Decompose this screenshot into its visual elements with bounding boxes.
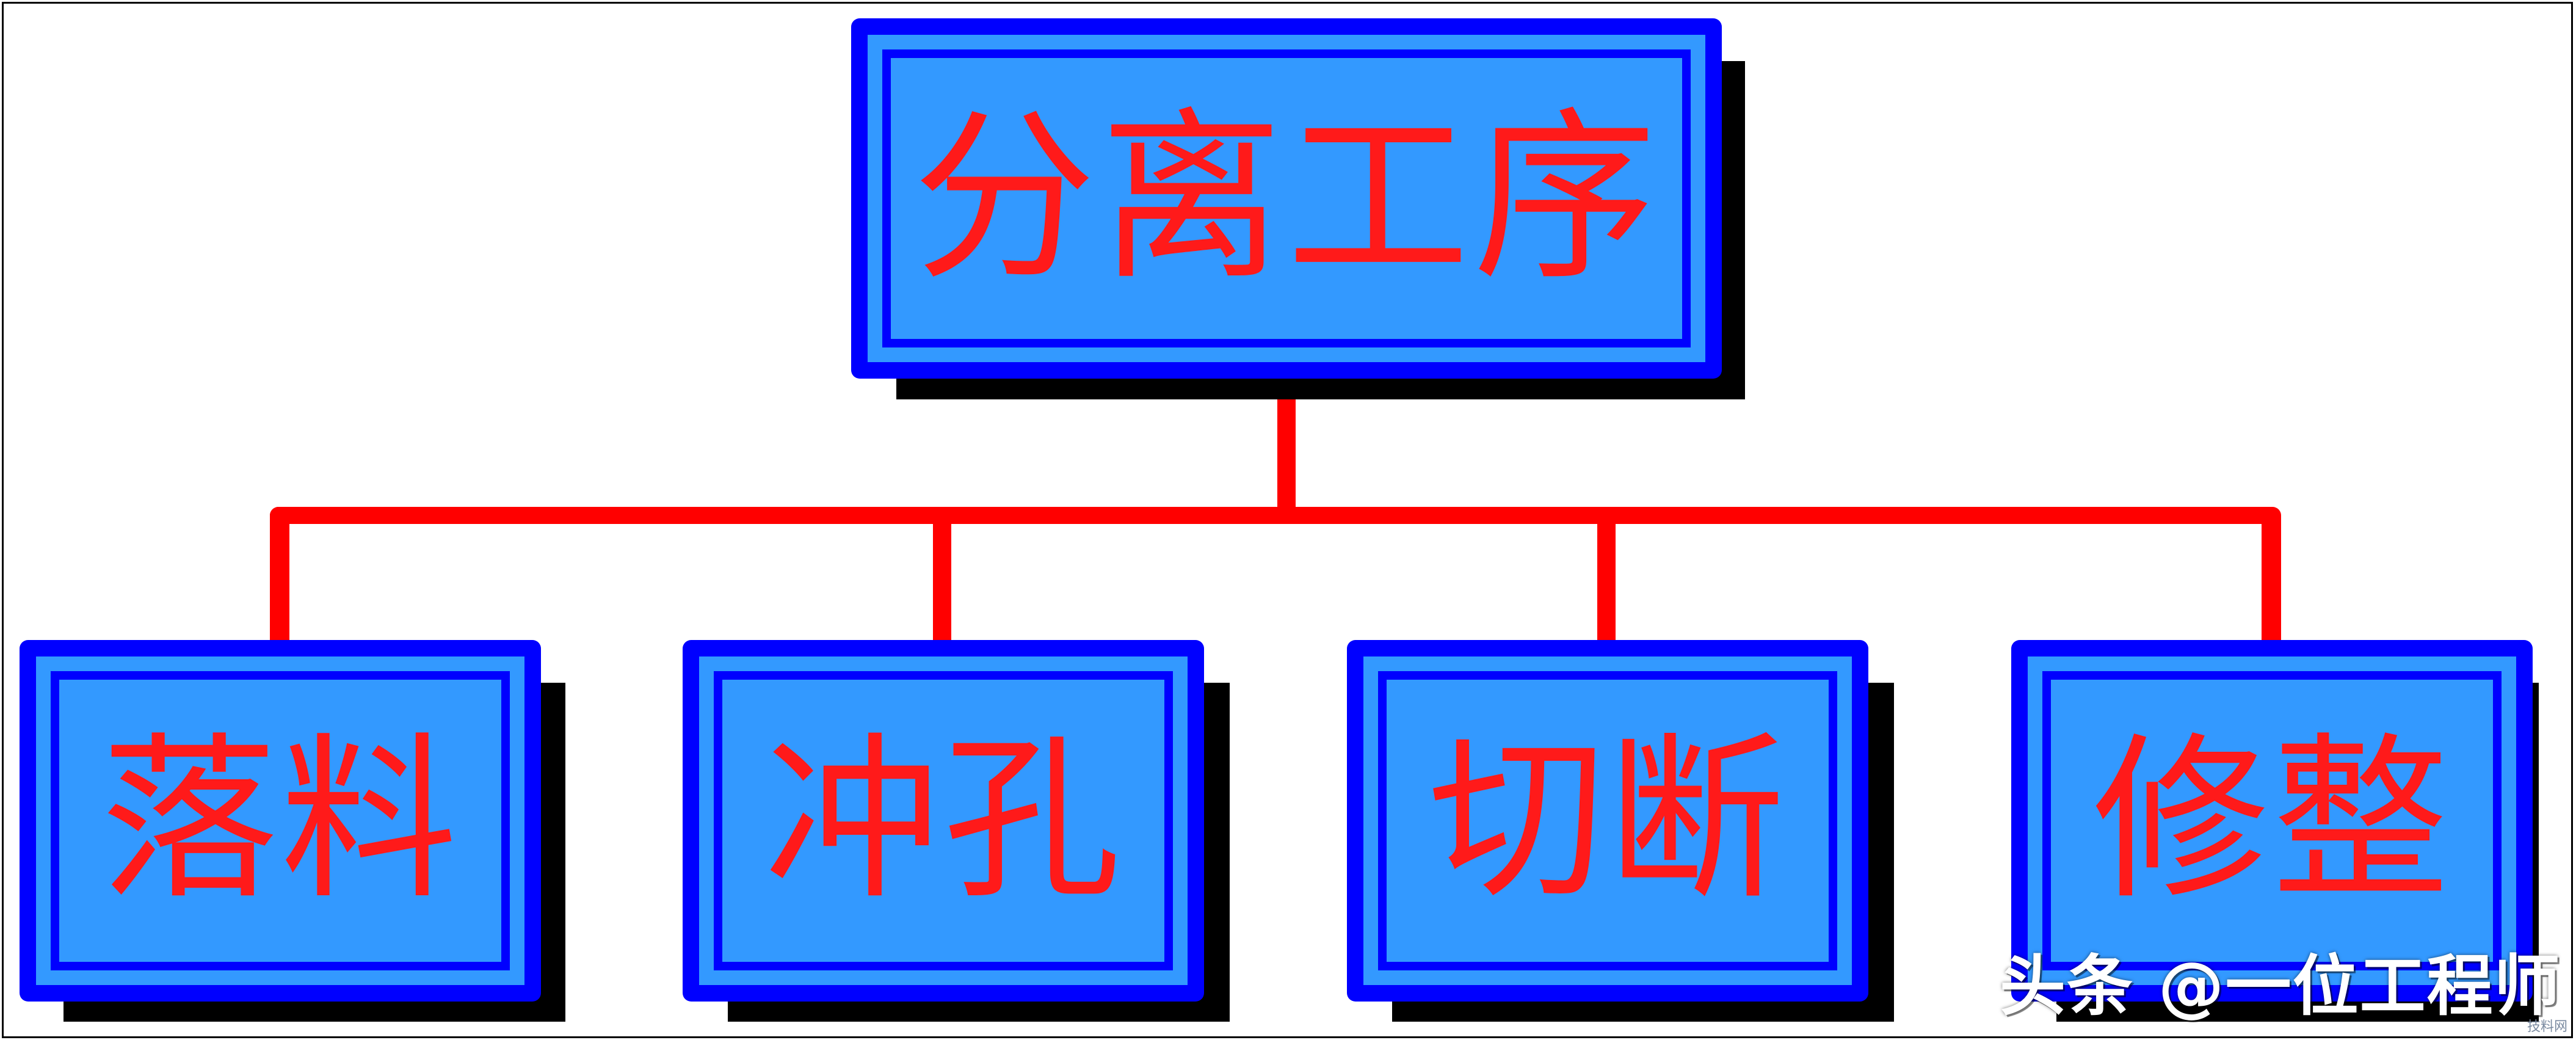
child-node-4-body: 修整	[2051, 680, 2493, 962]
watermark-text: 头条 @一位工程师	[2000, 948, 2561, 1025]
child-node-2-body: 冲孔	[722, 680, 1164, 962]
child-node-3-label: 切断	[1428, 718, 1787, 923]
child-node-4-label: 修整	[2092, 718, 2451, 923]
child-node-1-body: 落料	[59, 680, 501, 962]
child-node-3-body: 切断	[1387, 680, 1829, 962]
connector-drop-2	[933, 515, 951, 642]
connector-drop-4	[2262, 507, 2281, 642]
root-node-label: 分离工序	[913, 92, 1660, 305]
root-node-body: 分离工序	[891, 58, 1682, 339]
child-node-4: 修整	[2011, 640, 2533, 1002]
connector-drop-3	[1597, 515, 1616, 642]
child-node-1: 落料	[20, 640, 541, 1002]
root-node: 分离工序	[851, 18, 1722, 379]
child-node-2: 冲孔	[683, 640, 1204, 1002]
child-node-1-label: 落料	[101, 718, 460, 923]
connector-horizontal-bar	[270, 507, 2280, 524]
connector-drop-1	[270, 507, 289, 642]
child-node-2-label: 冲孔	[764, 718, 1123, 923]
corner-logo: 技料网	[2527, 1019, 2567, 1035]
child-node-3: 切断	[1347, 640, 1868, 1002]
